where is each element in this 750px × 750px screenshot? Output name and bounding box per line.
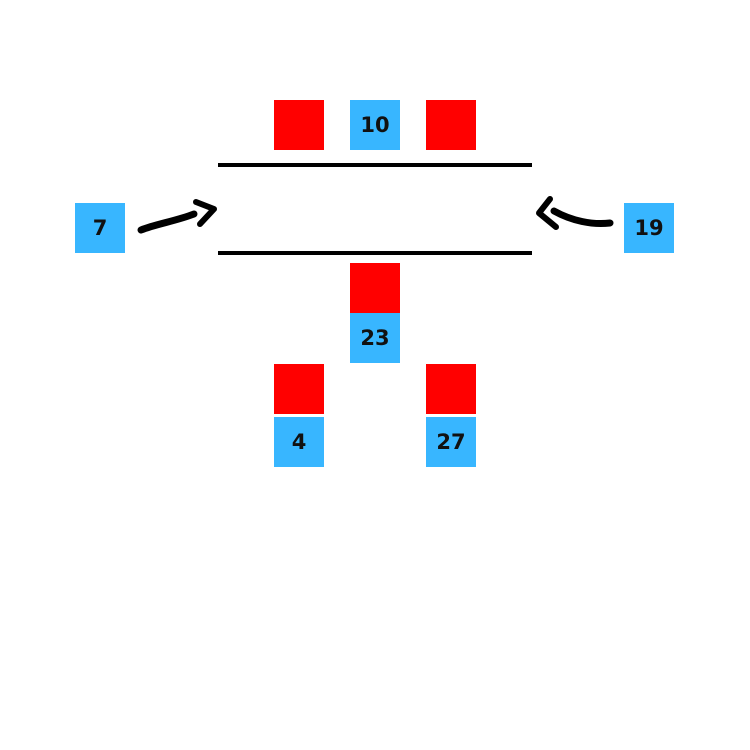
left-number: 7 [92, 216, 108, 240]
curved-arrow-left-icon [536, 196, 614, 230]
bottom-right-number-tile: 27 [426, 417, 476, 467]
top-left-red-tile [274, 100, 324, 150]
top-center-number-tile: 10 [350, 100, 400, 150]
bottom-right-red-tile [426, 364, 476, 414]
lower-line [218, 251, 532, 255]
center-red-tile [350, 263, 400, 313]
right-number: 19 [634, 216, 664, 240]
center-number: 23 [360, 326, 390, 350]
bottom-left-red-tile [274, 364, 324, 414]
bottom-left-number-tile: 4 [274, 417, 324, 467]
bottom-left-number: 4 [291, 430, 307, 454]
center-number-tile: 23 [350, 313, 400, 363]
upper-line [218, 163, 532, 167]
right-number-tile: 19 [624, 203, 674, 253]
bottom-right-number: 27 [436, 430, 466, 454]
left-number-tile: 7 [75, 203, 125, 253]
top-right-red-tile [426, 100, 476, 150]
top-center-number: 10 [360, 113, 390, 137]
curved-arrow-right-icon [137, 199, 217, 234]
